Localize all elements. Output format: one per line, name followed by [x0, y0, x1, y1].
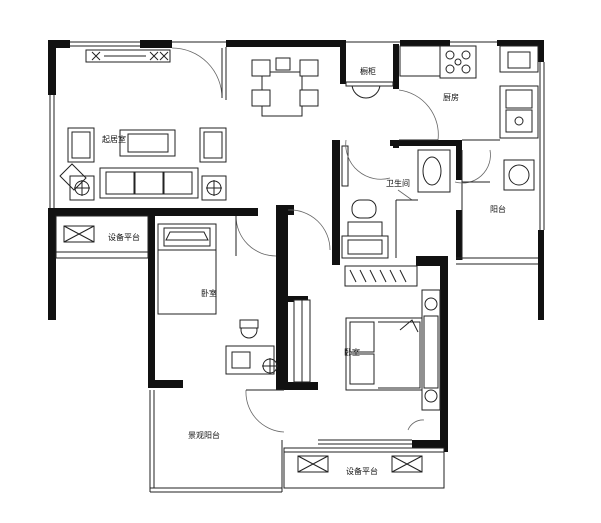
label-equipment-platform-south: 设备平台: [346, 466, 378, 476]
label-bathroom: 卫生间: [386, 178, 410, 188]
label-kitchen: 厨房: [443, 92, 459, 102]
furniture: [59, 45, 539, 473]
label-balcony: 阳台: [490, 204, 506, 214]
label-equipment-platform-west: 设备平台: [108, 232, 140, 242]
label-master-bedroom: 卧室: [344, 347, 360, 357]
label-bedroom-north: 卧室: [201, 288, 217, 298]
room-labels: 起居室 厨房 橱柜 卫生间 阳台 设备平台 卧室 卧室 景观阳台 设备平台: [102, 66, 506, 476]
walls: [48, 40, 544, 452]
label-living-room: 起居室: [102, 134, 126, 144]
doors: [171, 47, 491, 433]
label-pantry: 橱柜: [360, 66, 376, 76]
label-view-balcony: 景观阳台: [188, 430, 220, 440]
